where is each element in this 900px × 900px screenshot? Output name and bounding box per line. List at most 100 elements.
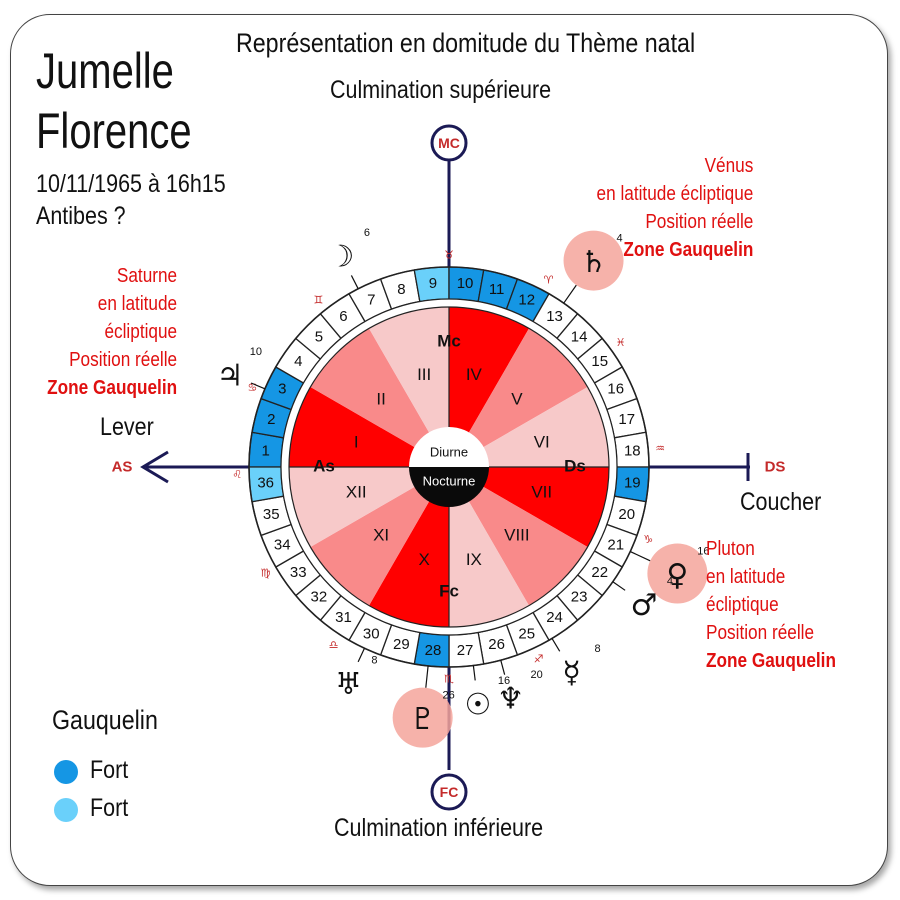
house-sector-V (449, 328, 588, 467)
planet-degree-lune: 6 (364, 227, 370, 239)
pluto-annotation-name: Pluton (706, 538, 755, 560)
outer-sector-label-29: 29 (393, 636, 410, 653)
planet-degree-neptune: 20 (530, 669, 542, 681)
outer-sector-label-24: 24 (546, 609, 563, 626)
outer-sector-label-32: 32 (311, 589, 328, 606)
axis-bottom-label: Culmination inférieure (334, 814, 544, 842)
outer-sector-label-2: 2 (267, 411, 275, 428)
planet-tick-soleil (472, 665, 476, 681)
outer-sector-label-14: 14 (571, 328, 588, 345)
venus-annotation-zone: Zone Gauquelin (623, 239, 753, 261)
house-label-III: III (417, 365, 431, 384)
outer-sector-label-6: 6 (339, 308, 347, 325)
outer-sector-label-9: 9 (429, 275, 437, 292)
legend-label-strong: Fort (90, 756, 129, 784)
outer-sector-label-21: 21 (607, 536, 624, 553)
planet-venus: ♀ 16 (630, 543, 710, 604)
planet-glyph-venus: ♀ (666, 558, 688, 593)
zodiac-mark-8: ♊ (314, 293, 324, 306)
outer-sector-label-10: 10 (457, 275, 474, 292)
outer-sector-label-17: 17 (618, 411, 635, 428)
planet-tick-lune (350, 275, 359, 290)
subject-name-last: Florence (36, 103, 192, 159)
planet-jupiter: ♃10 (216, 346, 266, 394)
saturn-annotation-zone: Zone Gauquelin (47, 377, 177, 399)
diurnal-half (409, 427, 489, 467)
outer-sector-label-4: 4 (294, 353, 302, 370)
planet-glyph-neptune: ♆ (497, 681, 524, 716)
planet-glyph-soleil: ☉ (465, 688, 492, 723)
planet-glyph-saturne: ♄ (580, 245, 607, 280)
zodiac-mark-0: ♒ (655, 442, 665, 455)
house-sector-X (369, 467, 449, 627)
planet-mercure: ☿8 (551, 638, 601, 691)
house-label-VII: VII (531, 482, 552, 501)
zodiac-mark-9: ♉ (444, 249, 454, 262)
planet-mars: ♂4 (612, 576, 673, 623)
planet-tick-mercure (551, 638, 561, 652)
outer-sector-label-25: 25 (518, 625, 535, 642)
venus-annotation-position: Position réelle (644, 211, 753, 233)
house-label-IV: IV (466, 365, 483, 384)
planet-tick-jupiter (250, 382, 266, 390)
planet-glyph-pluton: ♇ (409, 702, 436, 737)
center-label-nocturne: Nocturne (423, 474, 476, 489)
outer-sector-label-1: 1 (262, 442, 270, 459)
outer-sector-label-30: 30 (363, 625, 380, 642)
descendant-label: DS (765, 459, 786, 476)
svg-text:MC: MC (438, 135, 460, 151)
planet-tick-pluton (425, 665, 429, 688)
outer-sector-label-27: 27 (457, 642, 474, 659)
venus-annotation: Vénus en latitude écliptique Position ré… (596, 152, 753, 264)
svg-text:FC: FC (440, 784, 459, 800)
outer-sector-label-34: 34 (274, 536, 291, 553)
house-label-XII: XII (346, 482, 367, 501)
nocturnal-half (409, 467, 489, 507)
planet-halo-venus (647, 543, 708, 604)
outer-sector-label-23: 23 (571, 589, 588, 606)
house-label-II: II (376, 390, 385, 409)
house-sector-VIII (449, 467, 588, 606)
house-sector-II (310, 328, 449, 467)
planet-degree-mercure: 8 (595, 643, 601, 655)
planet-pluton: ♇26 (392, 665, 455, 748)
birth-place: Antibes ? (36, 202, 126, 230)
ascendant-arrowhead (140, 450, 169, 484)
saturn-annotation-ecliptic: écliptique (104, 321, 177, 343)
saturn-annotation-position: Position réelle (68, 349, 177, 371)
pluto-annotation-latitude: en latitude (706, 566, 786, 588)
outer-sector-label-33: 33 (290, 564, 307, 581)
pluto-annotation-position: Position réelle (706, 622, 815, 644)
outer-sector-label-19: 19 (624, 475, 641, 492)
outer-sector-label-31: 31 (335, 609, 352, 626)
outer-sector-label-15: 15 (591, 353, 608, 370)
house-label-VI: VI (534, 433, 550, 452)
house-label-XI: XI (373, 525, 389, 544)
planet-tick-neptune (500, 660, 506, 675)
axis-left-label: Lever (100, 413, 154, 441)
saturn-annotation-latitude: en latitude (97, 293, 177, 315)
house-sector-I (289, 387, 449, 467)
outer-sector-label-22: 22 (591, 564, 608, 581)
zodiac-mark-7: ♋ (247, 381, 257, 394)
outer-sector-label-11: 11 (489, 281, 505, 298)
page-title: Représentation en domitude du Thème nata… (236, 28, 696, 58)
pluto-annotation-zone: Zone Gauquelin (706, 650, 836, 672)
planet-lune: ☽6 (327, 227, 370, 290)
outer-sector-label-12: 12 (518, 292, 535, 309)
legend-label-strong-light: Fort (90, 794, 129, 822)
house-sector-XI (310, 467, 449, 606)
house-sector-XII (289, 467, 449, 547)
outer-sector-label-16: 16 (607, 381, 624, 398)
house-sector-VII (449, 467, 609, 547)
axis-right-label: Coucher (740, 488, 822, 516)
fc-axis-badge: FC (430, 773, 468, 811)
pluto-annotation: Pluton en latitude écliptique Position r… (706, 535, 836, 675)
house-sector-VI (449, 387, 609, 467)
outer-sector-label-26: 26 (488, 636, 505, 653)
planet-degree-mars: 4 (667, 576, 673, 588)
planet-glyph-mars: ♂ (631, 588, 658, 623)
planet-degree-venus: 16 (697, 545, 709, 557)
outer-sector-label-18: 18 (624, 442, 641, 459)
